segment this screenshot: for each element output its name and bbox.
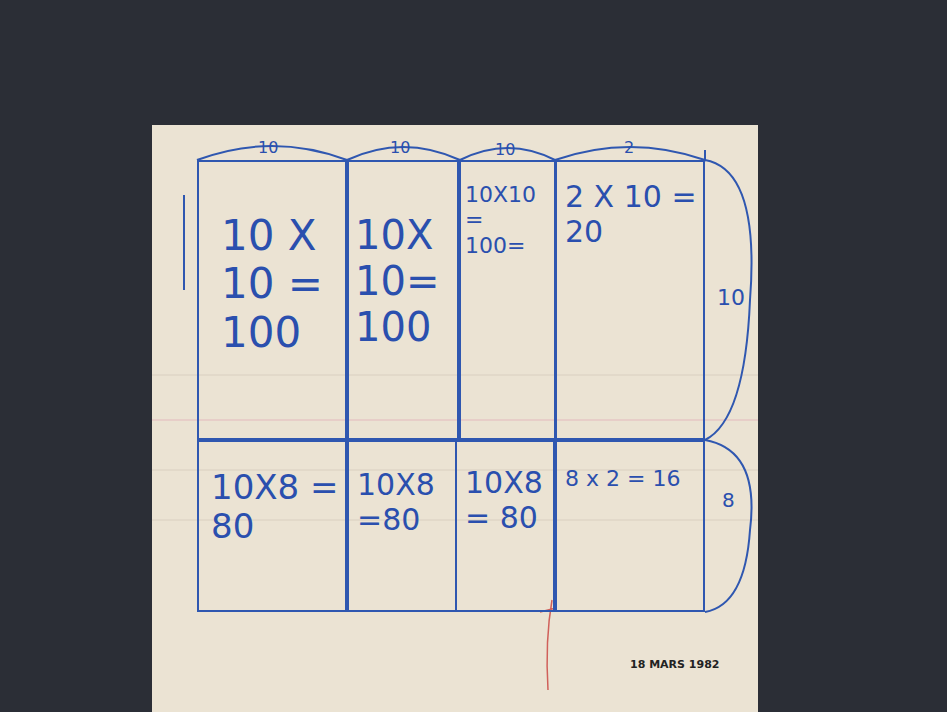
cell-equation: 10X8 =80 — [357, 468, 451, 537]
grid-cell: 10 X 10 = 100 — [197, 160, 347, 440]
grid-cell: 10X8 = 80 — [197, 440, 347, 612]
dimension-label: 10 — [495, 140, 515, 159]
dimension-brackets — [197, 146, 752, 612]
grid-cell: 10X8 = 80 — [455, 440, 555, 612]
dimension-label: 2 — [624, 138, 634, 157]
cell-equation: 10X8 = 80 — [211, 468, 341, 546]
dimension-label: 10 — [258, 138, 278, 157]
cell-equation: 10X8 = 80 — [465, 466, 549, 535]
dimension-label: 10 — [390, 138, 410, 157]
cell-equation: 10 X 10 = 100 — [221, 212, 341, 357]
grid-cell: 8 x 2 = 16 — [555, 440, 705, 612]
cell-equation: 8 x 2 = 16 — [565, 466, 699, 491]
cell-equation: 2 X 10 = 20 — [565, 180, 699, 249]
cell-equation: 10X 10= 100 — [355, 212, 453, 350]
date-stamp: 18 MARS 1982 — [630, 658, 719, 671]
grid-cell: 10X 10= 100 — [347, 160, 459, 440]
red-mark — [540, 600, 556, 690]
dimension-label: 10 — [717, 285, 745, 310]
margin-stroke — [183, 195, 185, 290]
dimension-label: 8 — [722, 488, 735, 512]
grid-cell: 10X8 =80 — [347, 440, 457, 612]
paper-sheet — [152, 125, 758, 712]
cell-equation: 10X10 = 100= — [465, 182, 550, 258]
grid-cell: 2 X 10 = 20 — [555, 160, 705, 440]
grid-cell: 10X10 = 100= — [459, 160, 556, 440]
